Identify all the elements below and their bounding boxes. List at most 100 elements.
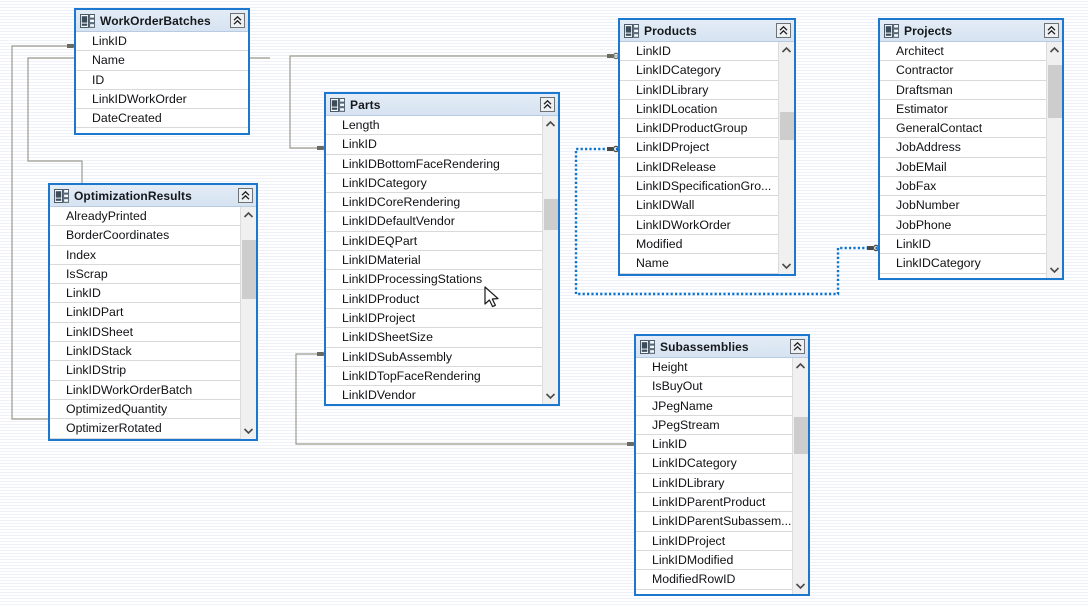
table-row[interactable]: Estimator	[880, 100, 1046, 120]
table-row[interactable]: JobNumber	[880, 196, 1046, 216]
table-row[interactable]: JPegName	[636, 397, 792, 416]
table-row[interactable]: LinkIDWorkOrder	[620, 216, 778, 235]
table-header-subassemblies[interactable]: Subassemblies	[636, 336, 808, 358]
table-row[interactable]: LinkIDBottomFaceRendering	[326, 155, 542, 174]
scroll-up-button[interactable]	[1047, 42, 1063, 59]
table-row[interactable]: Length	[326, 116, 542, 136]
table-row[interactable]: LinkIDProject	[636, 532, 792, 551]
table-row[interactable]: LinkIDLocation	[620, 100, 778, 120]
scrollbar-track[interactable]	[793, 375, 809, 577]
table-row[interactable]: Name	[76, 51, 248, 71]
table-row[interactable]: JobPhone	[880, 216, 1046, 235]
table-row[interactable]: LinkIDProcessingStations	[326, 270, 542, 290]
table-row[interactable]: LinkIDProductGroup	[620, 119, 778, 139]
table-row[interactable]: Height	[636, 358, 792, 378]
table-row[interactable]: LinkIDCategory	[620, 61, 778, 81]
collapse-button[interactable]	[1044, 23, 1059, 38]
table-row[interactable]: ModifiedRowID	[636, 570, 792, 590]
table-header-products[interactable]: Products	[620, 20, 794, 42]
table-row[interactable]: LinkID	[620, 42, 778, 62]
scrollbar-thumb[interactable]	[241, 239, 256, 300]
collapse-button[interactable]	[540, 97, 555, 112]
table-row[interactable]: JobEMail	[880, 158, 1046, 178]
table-row[interactable]: IsBuyOut	[636, 377, 792, 397]
table-row[interactable]: LinkIDCategory	[636, 454, 792, 474]
table-row[interactable]: LinkIDModified	[636, 551, 792, 571]
table-row[interactable]: LinkID	[636, 435, 792, 455]
table-row[interactable]: LinkIDWall	[620, 196, 778, 216]
table-row[interactable]: LinkIDWorkOrderBatch	[50, 381, 240, 400]
table-row[interactable]: JPegStream	[636, 416, 792, 436]
table-header-workorderbatches[interactable]: WorkOrderBatches	[76, 10, 248, 32]
table-row[interactable]: LinkID	[326, 135, 542, 155]
table-row[interactable]: LinkIDCategory	[880, 254, 1046, 274]
table-header-projects[interactable]: Projects	[880, 20, 1062, 42]
scroll-down-button[interactable]	[779, 257, 795, 274]
table-row[interactable]: LinkIDSheetSize	[326, 328, 542, 348]
table-row[interactable]: LinkIDLibrary	[636, 474, 792, 494]
table-row[interactable]: DateCreated	[76, 109, 248, 129]
table-row[interactable]: LinkIDTopFaceRendering	[326, 367, 542, 387]
table-row[interactable]: Contractor	[880, 61, 1046, 81]
table-row[interactable]: LinkID	[880, 235, 1046, 255]
table-row[interactable]: LinkIDProject	[326, 309, 542, 329]
scrollbar-thumb[interactable]	[779, 112, 794, 141]
scrollbar-thumb[interactable]	[543, 199, 558, 230]
scroll-up-button[interactable]	[241, 207, 257, 224]
table-row[interactable]: LinkIDParentProduct	[636, 493, 792, 513]
vertical-scrollbar[interactable]	[778, 42, 794, 274]
table-header-optimizationresults[interactable]: OptimizationResults	[50, 185, 256, 207]
scroll-down-button[interactable]	[241, 422, 257, 439]
table-row[interactable]: LinkIDStrip	[50, 361, 240, 381]
table-row[interactable]: Draftsman	[880, 81, 1046, 100]
scrollbar-thumb[interactable]	[793, 417, 808, 454]
scroll-down-button[interactable]	[793, 577, 809, 594]
table-row[interactable]: GeneralContact	[880, 119, 1046, 139]
table-row[interactable]: LinkIDEQPart	[326, 232, 542, 252]
table-row[interactable]: Modified	[620, 235, 778, 255]
vertical-scrollbar[interactable]	[240, 207, 256, 439]
table-row[interactable]: AlreadyPrinted	[50, 207, 240, 227]
scroll-down-button[interactable]	[543, 387, 559, 404]
table-row[interactable]: LinkIDProduct	[326, 290, 542, 309]
table-row[interactable]: LinkID	[50, 284, 240, 304]
table-header-parts[interactable]: Parts	[326, 94, 558, 116]
table-row[interactable]: LinkIDStack	[50, 342, 240, 362]
table-row[interactable]: JobAddress	[880, 138, 1046, 158]
table-row[interactable]: LinkIDCategory	[326, 174, 542, 194]
table-row[interactable]: LinkIDCoreRendering	[326, 193, 542, 213]
vertical-scrollbar[interactable]	[1046, 42, 1062, 278]
table-row[interactable]: Index	[50, 246, 240, 265]
table-row[interactable]: ID	[76, 71, 248, 90]
scroll-up-button[interactable]	[793, 358, 809, 375]
collapse-button[interactable]	[790, 339, 805, 354]
table-row[interactable]: LinkIDParentSubassem...	[636, 512, 792, 532]
vertical-scrollbar[interactable]	[792, 358, 808, 594]
table-row[interactable]: LinkIDDefaultVendor	[326, 212, 542, 232]
scroll-up-button[interactable]	[779, 42, 795, 59]
table-row[interactable]: LinkIDProject	[620, 138, 778, 158]
table-row[interactable]: LinkIDLibrary	[620, 81, 778, 100]
scrollbar-track[interactable]	[779, 59, 795, 257]
scrollbar-track[interactable]	[241, 224, 257, 422]
table-row[interactable]: LinkIDSpecificationGro...	[620, 177, 778, 197]
table-row[interactable]: Name	[620, 254, 778, 274]
table-row[interactable]: OptimizedQuantity	[50, 400, 240, 420]
vertical-scrollbar[interactable]	[542, 116, 558, 404]
table-row[interactable]: LinkIDRelease	[620, 158, 778, 178]
scroll-up-button[interactable]	[543, 116, 559, 133]
scrollbar-track[interactable]	[1047, 59, 1063, 261]
table-row[interactable]: LinkIDMaterial	[326, 251, 542, 271]
table-row[interactable]: BorderCoordinates	[50, 226, 240, 246]
table-row[interactable]: OptimizerRotated	[50, 419, 240, 439]
collapse-button[interactable]	[776, 23, 791, 38]
table-row[interactable]: LinkIDSheet	[50, 323, 240, 343]
table-row[interactable]: JobFax	[880, 177, 1046, 197]
table-row[interactable]: LinkID	[76, 32, 248, 52]
